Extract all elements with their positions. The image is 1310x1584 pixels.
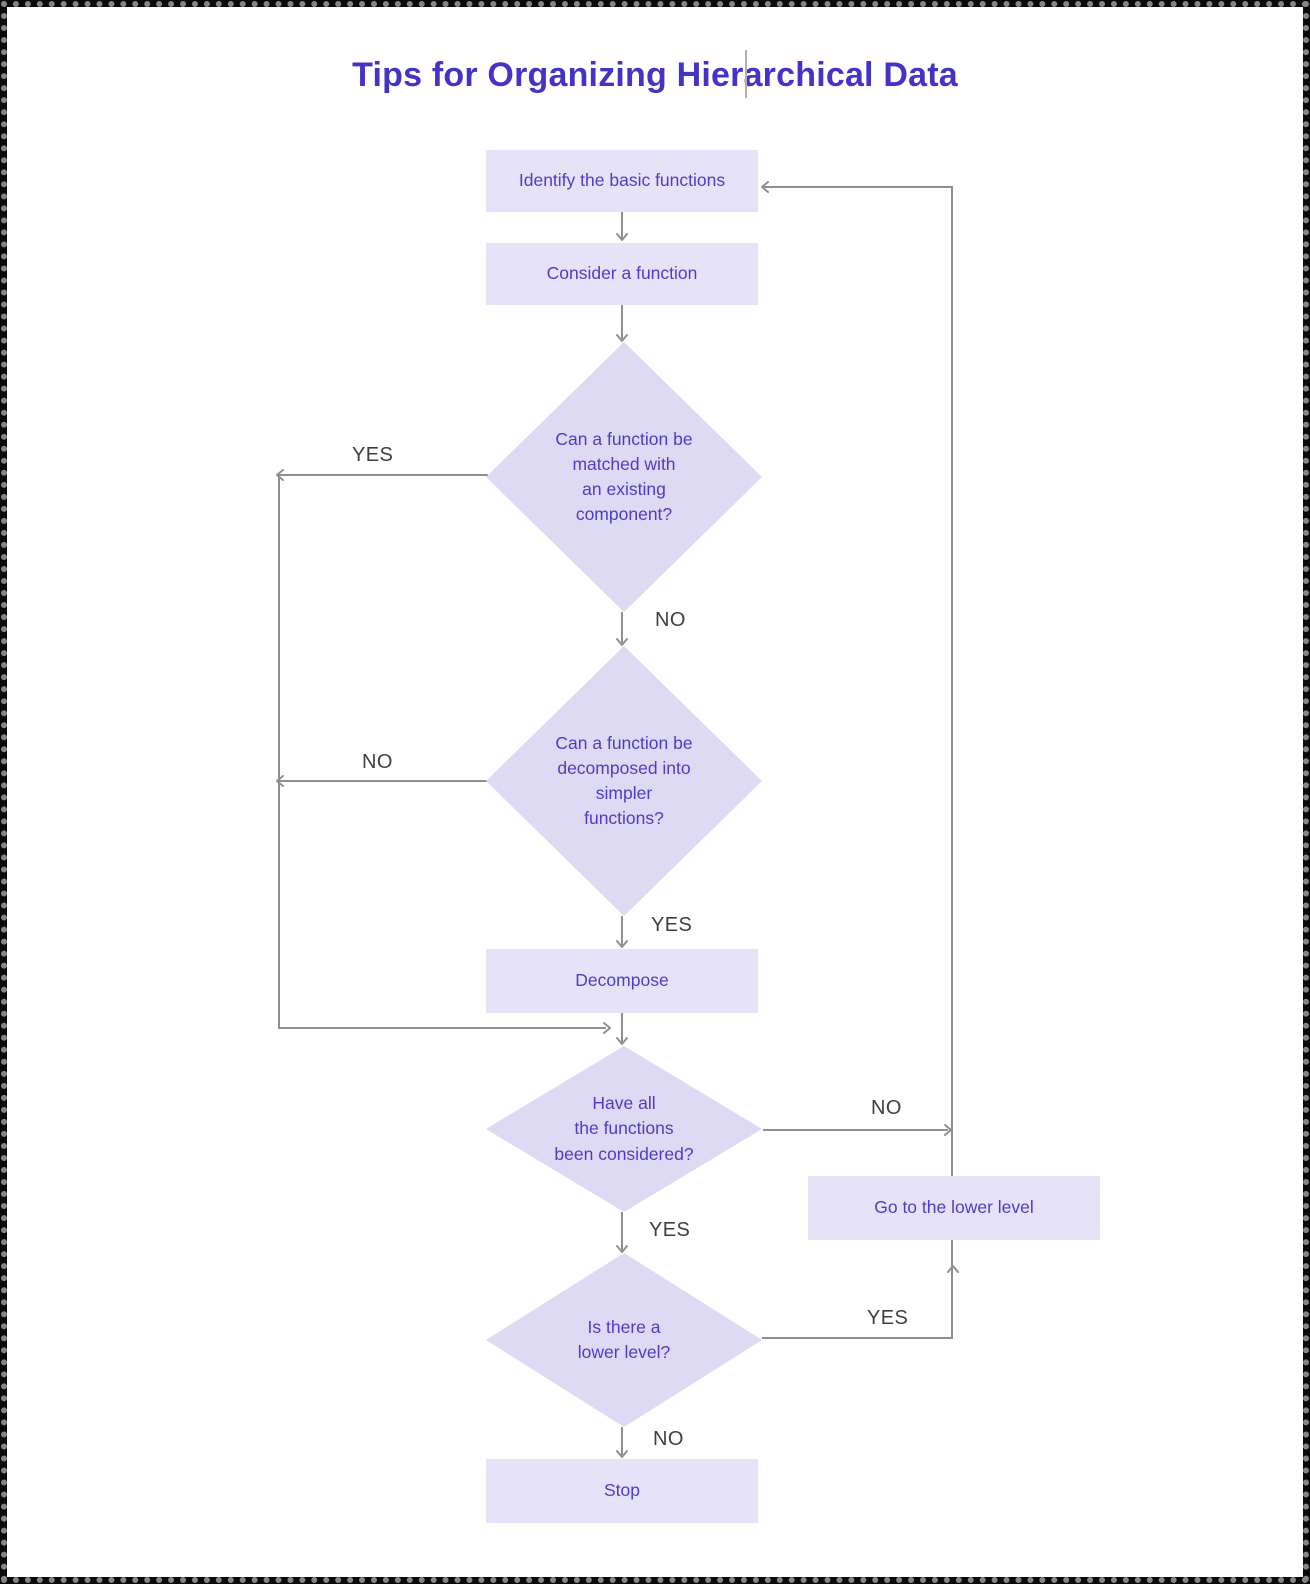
edge-label-lower-no[interactable]: NO — [653, 1428, 684, 1450]
connector-identify-to-consider[interactable] — [621, 212, 623, 240]
node-label: Consider a function — [546, 263, 698, 284]
decision-can-function-be-decomposed[interactable]: Can a function be decomposed into simple… — [486, 646, 762, 916]
node-label: Identify the basic functions — [518, 170, 726, 191]
connector-decomposable-yes[interactable] — [621, 916, 623, 945]
connector-lower-yes[interactable] — [762, 1337, 953, 1339]
connector-loop-to-identify[interactable] — [764, 186, 953, 188]
arrowhead-down-icon — [616, 940, 628, 948]
edge-label-match-no[interactable]: NO — [655, 609, 686, 631]
edge-label-decomposable-yes[interactable]: YES — [651, 914, 693, 936]
arrowhead-right-icon — [944, 1124, 952, 1136]
node-label: Decompose — [575, 970, 669, 991]
text-cursor — [745, 50, 747, 98]
node-stop[interactable]: Stop — [486, 1459, 758, 1523]
decision-all-functions-considered[interactable]: Have all the functions been considered? — [486, 1046, 762, 1212]
node-decompose[interactable]: Decompose — [486, 949, 758, 1013]
node-label: Can a function be decomposed into simple… — [555, 732, 693, 829]
connector-consider-to-match[interactable] — [621, 305, 623, 339]
node-consider-a-function[interactable]: Consider a function — [486, 243, 758, 305]
connector-left-loop[interactable] — [278, 474, 280, 1029]
connector-lower-yes-up[interactable] — [951, 1240, 953, 1338]
arrowhead-right-icon — [603, 1022, 611, 1034]
edge-label-decomposable-no[interactable]: NO — [362, 751, 393, 773]
edge-label-considered-no[interactable]: NO — [871, 1097, 902, 1119]
arrowhead-left-icon — [276, 469, 284, 481]
arrowhead-left-icon — [276, 775, 284, 787]
arrowhead-down-icon — [616, 638, 628, 646]
connector-considered-yes[interactable] — [621, 1212, 623, 1250]
arrowhead-down-icon — [616, 1450, 628, 1458]
node-label: Go to the lower level — [874, 1197, 1034, 1218]
connector-lower-no[interactable] — [621, 1427, 623, 1455]
node-go-to-lower-level[interactable]: Go to the lower level — [808, 1176, 1100, 1240]
arrowhead-down-icon — [616, 1245, 628, 1253]
arrowhead-up-icon — [947, 1265, 959, 1273]
decision-is-there-lower-level[interactable]: Is there a lower level? — [486, 1253, 762, 1427]
arrowhead-down-icon — [616, 334, 628, 342]
node-label: Have all the functions been considered? — [554, 1093, 694, 1164]
node-label: Is there a lower level? — [577, 1316, 671, 1362]
decision-can-function-be-matched[interactable]: Can a function be matched with an existi… — [486, 342, 762, 612]
connector-considered-no[interactable] — [763, 1129, 948, 1131]
edge-label-match-yes[interactable]: YES — [352, 444, 394, 466]
connector-decompose-to-considered[interactable] — [621, 1013, 623, 1042]
connector-decomposable-no[interactable] — [279, 780, 490, 782]
diagram-title[interactable]: Tips for Organizing Hierarchical Data — [352, 56, 958, 94]
node-identify-basic-functions[interactable]: Identify the basic functions — [486, 150, 758, 212]
arrowhead-left-icon — [761, 181, 769, 193]
connector-match-no[interactable] — [621, 612, 623, 643]
connector-right-loop[interactable] — [951, 186, 953, 1176]
arrowhead-down-icon — [616, 1037, 628, 1045]
connector-left-loop-merge[interactable] — [279, 1027, 606, 1029]
node-label: Stop — [604, 1480, 640, 1501]
edge-label-lower-yes[interactable]: YES — [867, 1307, 909, 1329]
node-label: Can a function be matched with an existi… — [555, 428, 693, 525]
connector-match-yes[interactable] — [279, 474, 488, 476]
arrowhead-down-icon — [616, 233, 628, 241]
edge-label-considered-yes[interactable]: YES — [649, 1219, 691, 1241]
